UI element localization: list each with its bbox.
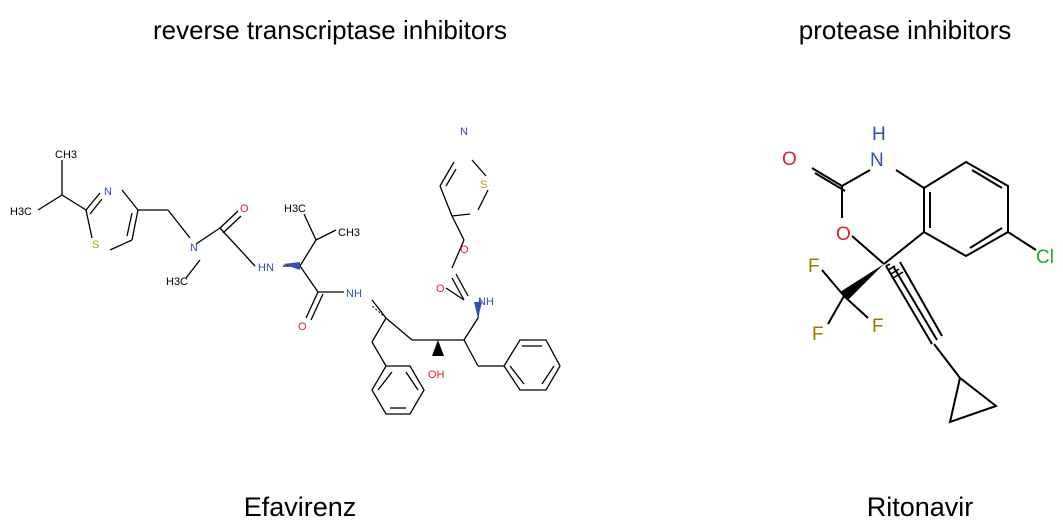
atom-nh-carbamate: NH [478, 296, 494, 308]
atom-ch3-top: CH3 [55, 149, 77, 161]
atom-h3c-nmethyl: H3C [166, 276, 188, 288]
atom-o-carbonyl: O [436, 283, 445, 295]
atom-o-carbonyl-right: O [782, 149, 797, 170]
atom-h: H [872, 124, 886, 145]
atom-nh-amide: NH [346, 288, 362, 300]
molecule-left-structure: CH3 H3C N S N H3C O HN H3C CH3 O NH OH N… [10, 126, 561, 415]
atom-n-thiazole2: N [460, 126, 468, 138]
atom-o-amide: O [298, 321, 307, 333]
atom-f2: F [812, 324, 824, 345]
atom-cl: Cl [1036, 247, 1054, 268]
atom-n-urea: N [190, 242, 198, 254]
atom-hn-valine: HN [258, 262, 274, 274]
atom-n-thiazole1: N [104, 186, 112, 198]
molecule-right-structure: H N O O Cl F F F [782, 124, 1054, 424]
atom-ch3-val: CH3 [338, 227, 360, 239]
atom-o-urea: O [240, 203, 249, 215]
category-label-right: protease inhibitors [798, 15, 1012, 45]
atom-h3c-left: H3C [10, 206, 32, 218]
category-label-left: reverse transcriptase inhibitors [152, 15, 508, 45]
atom-n: N [870, 150, 884, 171]
atom-oh: OH [428, 369, 445, 381]
atom-h3c-val: H3C [284, 203, 306, 215]
atom-f3: F [872, 316, 884, 337]
drug-name-right: Ritonavir [866, 492, 974, 522]
atom-s-thiazole2: S [480, 179, 487, 191]
atom-o-ring: O [836, 224, 851, 245]
atom-s-thiazole1: S [92, 239, 99, 251]
atom-o-ester: O [460, 244, 469, 256]
atom-f1: F [808, 256, 820, 277]
drug-name-left: Efavirenz [243, 492, 357, 522]
